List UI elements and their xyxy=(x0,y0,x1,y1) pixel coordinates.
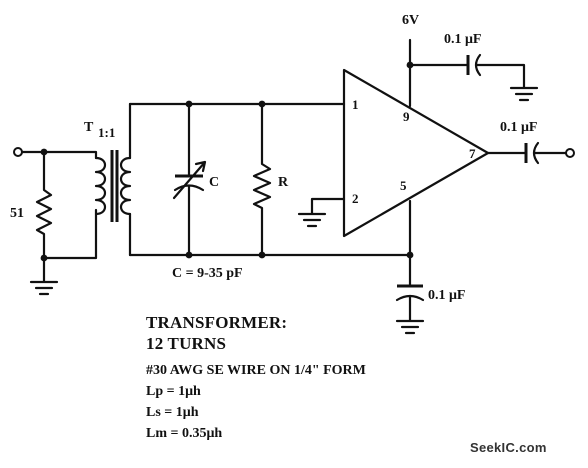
transformer-ratio-label: 1:1 xyxy=(98,125,115,140)
notes-lm: Lm = 0.35μh xyxy=(146,426,223,441)
notes-lp: Lp = 1μh xyxy=(146,384,201,399)
output-terminal xyxy=(565,148,575,158)
supply-label: 6V xyxy=(402,13,419,28)
pin-7-label: 7 xyxy=(469,146,476,161)
pin-1-label: 1 xyxy=(352,97,359,112)
tank-circuit: C R C = 9-35 pF xyxy=(128,100,414,281)
transformer-label: T xyxy=(84,120,94,135)
input-section xyxy=(13,147,107,296)
ground-icon xyxy=(297,212,327,228)
notes-title: TRANSFORMER: xyxy=(146,313,288,332)
input-wire-top xyxy=(20,150,98,160)
transformer-notes: TRANSFORMER: 12 TURNS #30 AWG SE WIRE ON… xyxy=(146,312,366,444)
resistor-r xyxy=(252,102,272,257)
supply-cap-label: 0.1 μF xyxy=(444,32,482,47)
pin-5-label: 5 xyxy=(400,178,407,193)
amplifier-triangle xyxy=(342,68,490,238)
output-cap-label: 0.1 μF xyxy=(500,120,538,135)
primary-winding xyxy=(94,156,107,216)
ground-icon xyxy=(509,86,539,102)
pin-2-label: 2 xyxy=(352,191,359,206)
ground-icon xyxy=(395,319,425,335)
output-section: 0.1 μF xyxy=(486,120,575,165)
notes-turns: 12 TURNS xyxy=(146,334,227,353)
supply-cap-lead-right xyxy=(475,63,526,89)
notes-wire-spec: #30 AWG SE WIRE ON 1/4" FORM xyxy=(146,363,366,378)
notes-ls: Ls = 1μh xyxy=(146,405,199,420)
input-wire-bottom xyxy=(42,208,98,260)
supply-section: 6V 0.1 μF xyxy=(402,13,539,108)
secondary-winding xyxy=(119,156,132,216)
input-terminal xyxy=(13,147,23,157)
resistor-r-label: R xyxy=(278,175,289,190)
pin5-bypass-section: 0.1 μF xyxy=(395,199,466,335)
watermark: SeekIC.com xyxy=(470,440,547,455)
var-cap-label: C xyxy=(209,175,219,190)
amplifier: 1 2 9 5 7 xyxy=(297,68,490,238)
cap-range-label: C = 9-35 pF xyxy=(172,266,243,281)
var-cap-arrow-icon xyxy=(172,160,207,200)
transformer-t1: T 1:1 xyxy=(84,102,132,257)
pin5-cap-label: 0.1 μF xyxy=(428,288,466,303)
input-resistor-label: 51 xyxy=(10,206,24,221)
pin-2-wire xyxy=(310,197,346,215)
input-resistor-51 xyxy=(35,150,53,260)
pin-9-label: 9 xyxy=(403,109,410,124)
ground-icon xyxy=(29,280,59,296)
